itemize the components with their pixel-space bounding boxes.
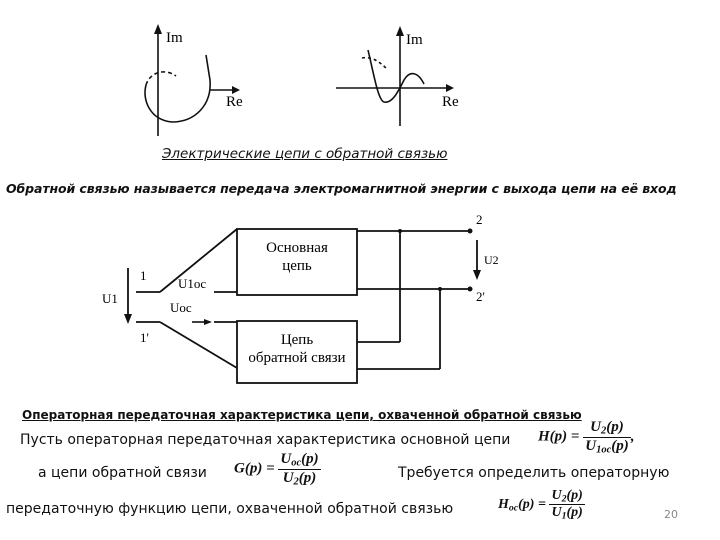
u1-arrow-head [124, 314, 132, 324]
formula-hoc-fraction: U2(p) U1(p) [549, 488, 585, 522]
wire-input-bottom [159, 321, 238, 369]
formula-g-lhs: G(p) = [234, 460, 275, 477]
section-subheading: Операторная передаточная характеристика … [22, 408, 582, 422]
formula-g-fraction: Uoc(p) U2(p) [278, 451, 321, 488]
formula-h-fraction: U2(p) U1oc(p) [583, 419, 631, 456]
text-line-2a: а цепи обратной связи [38, 465, 207, 481]
wire-input-top [159, 228, 238, 293]
left-re-arrow [232, 86, 240, 94]
left-re-label: Re [226, 94, 243, 110]
right-im-label: Im [406, 32, 423, 48]
formula-hoc: Hoc(p) = U2(p) U1(p) [498, 488, 585, 522]
feedback-block-line2: обратной связи [248, 350, 345, 366]
label-u2: U2 [484, 253, 499, 267]
uoc-arrow-head [204, 319, 212, 325]
label-u1oc: U1oc [178, 276, 206, 291]
label-u1: U1 [102, 291, 118, 306]
left-hodograph [144, 24, 240, 136]
node-2 [467, 228, 473, 234]
left-im-label: Im [166, 30, 183, 46]
right-re-arrow [446, 84, 454, 92]
label-node-2: 2 [476, 212, 483, 227]
right-im-arrow [396, 26, 404, 36]
feedback-circuit [136, 228, 470, 384]
main-block [236, 228, 358, 296]
right-re-label: Re [442, 94, 459, 110]
junction-top [398, 229, 402, 233]
text-line-1: Пусть операторная передаточная характери… [20, 432, 511, 448]
label-node-2p: 2' [476, 289, 485, 304]
formula-h: H(p) = U2(p) U1oc(p) , [538, 419, 635, 456]
text-line-3: передаточную функцию цепи, охваченной об… [6, 501, 454, 517]
label-node-1p: 1' [140, 330, 149, 345]
feedback-block [236, 320, 358, 384]
u2-arrow-head [473, 270, 481, 280]
definition-text: Обратной связью называется передача элек… [6, 181, 677, 196]
text-line-2b: Требуется определить операторную [398, 465, 670, 481]
label-node-1: 1 [140, 268, 147, 283]
formula-g: G(p) = Uoc(p) U2(p) [234, 451, 321, 487]
left-curve [144, 54, 211, 123]
right-curve [367, 49, 425, 103]
right-curve-dashed [361, 56, 389, 71]
node-2p [467, 286, 473, 292]
formula-hoc-lhs: Hoc(p) = [498, 497, 546, 514]
right-hodograph [336, 26, 454, 126]
left-im-arrow [154, 24, 162, 34]
junction-bottom [438, 287, 442, 291]
label-uoc: Uoc [170, 300, 192, 315]
formula-h-lhs: H(p) = [538, 428, 580, 445]
page-number: 20 [664, 508, 678, 521]
page-title: Электрические цепи с обратной связью [162, 146, 448, 162]
main-block-line1: Основная [266, 240, 328, 256]
feedback-block-line1: Цепь [281, 332, 314, 348]
main-block-line2: цепь [282, 258, 312, 274]
left-curve-dashed [145, 71, 177, 86]
